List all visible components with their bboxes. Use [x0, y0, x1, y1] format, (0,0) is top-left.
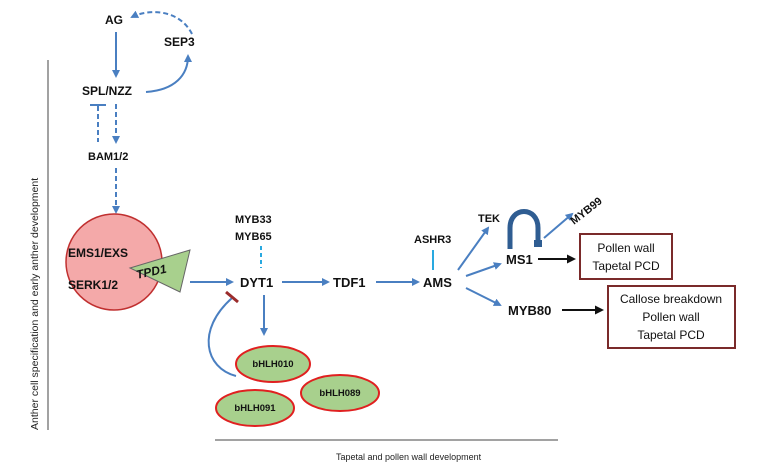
node-ashr3: ASHR3	[414, 234, 451, 246]
myb80-box-line-1: Callose breakdown	[620, 292, 722, 306]
ms1-box-line-1: Pollen wall	[597, 241, 654, 255]
node-bhlh010: bHLH010	[252, 359, 293, 370]
node-myb80: MYB80	[508, 303, 551, 318]
vertical-caption: Anther cell specification and early anth…	[29, 178, 41, 430]
node-ms1: MS1	[506, 252, 533, 267]
arrow-sep3-ag	[130, 10, 193, 35]
node-ag: AG	[105, 13, 123, 27]
bhlh010-ellipse	[235, 345, 311, 383]
bottom-caption: Tapetal and pollen wall development	[336, 452, 482, 462]
ms1-phd-tip	[534, 240, 542, 247]
feedback-inhibit-bar	[225, 290, 239, 304]
ms1-phd-arc	[507, 209, 541, 249]
node-ems: EMS1/EXS	[68, 246, 128, 260]
myb80-box-line-3: Tapetal PCD	[637, 328, 705, 342]
node-bam: BAM1/2	[88, 151, 128, 163]
tpd1-wedge	[128, 249, 191, 293]
feedback-bhlh-dyt1	[207, 297, 237, 377]
arrow-ams-ms1	[465, 262, 502, 277]
ms1-output-box	[579, 233, 673, 280]
myb80-box-line-2: Pollen wall	[642, 310, 699, 324]
node-myb65: MYB65	[235, 231, 272, 243]
node-serk: SERK1/2	[68, 278, 118, 292]
node-myb33: MYB33	[235, 214, 272, 226]
node-ams: AMS	[423, 275, 452, 290]
node-sep3: SEP3	[164, 35, 195, 49]
bhlh089-ellipse	[300, 374, 380, 412]
arrow-ams-myb80	[465, 287, 502, 306]
arrow-ms1-myb99	[543, 212, 574, 239]
node-bhlh091: bHLH091	[234, 403, 276, 414]
node-tpd1: TPD1	[135, 262, 168, 282]
node-bhlh089: bHLH089	[319, 388, 360, 399]
node-dyt1: DYT1	[240, 275, 273, 290]
bhlh091-ellipse	[215, 389, 295, 427]
arrow-ams-tek	[457, 226, 490, 271]
ms1-box-line-2: Tapetal PCD	[592, 259, 660, 273]
node-spl: SPL/NZZ	[82, 84, 132, 98]
node-tdf1: TDF1	[333, 275, 366, 290]
arrow-spl-sep3	[145, 54, 192, 93]
ems-serk-complex	[65, 213, 163, 311]
myb80-output-box	[607, 285, 736, 349]
node-tek: TEK	[478, 213, 500, 225]
node-myb99: MYB99	[568, 195, 604, 227]
